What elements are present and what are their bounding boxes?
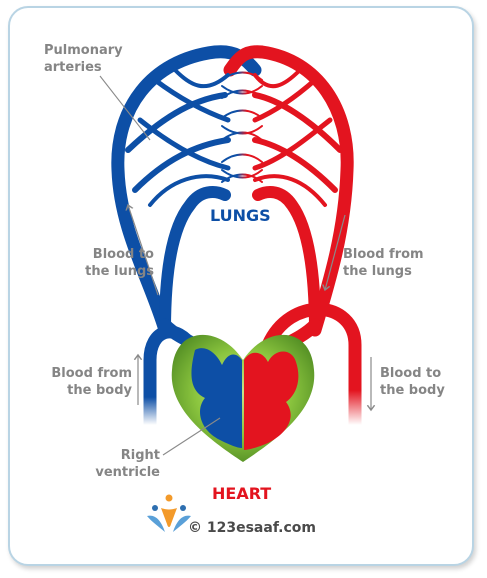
label-pulmonary-arteries: Pulmonary arteries [44, 43, 123, 75]
credit-text: © 123esaaf.com [188, 520, 316, 536]
red-branch [252, 186, 321, 336]
lung-capillaries [111, 45, 354, 337]
aorta [261, 302, 362, 432]
pulmonary-vein-right [223, 45, 354, 337]
label-blood-from-body: Blood from the body [51, 366, 132, 398]
label-blood-from-lungs: Blood from the lungs [343, 247, 424, 279]
diagram-frame [8, 6, 474, 566]
blue-branch [159, 186, 231, 336]
pulmonary-artery-left [111, 45, 262, 337]
heart-title: HEART [212, 484, 272, 503]
label-blood-to-lungs: Blood to the lungs [85, 247, 154, 279]
leader-lines [99, 75, 221, 456]
left-heart-chambers [244, 351, 299, 450]
flow-arrows [128, 205, 371, 410]
right-heart-chambers [191, 348, 242, 448]
lungs-title: LUNGS [210, 206, 271, 225]
logo-icon [147, 494, 191, 532]
label-blood-to-body: Blood to the body [380, 366, 445, 398]
label-right-ventricle: Right ventricle [95, 448, 160, 480]
heart-shape [171, 334, 315, 462]
